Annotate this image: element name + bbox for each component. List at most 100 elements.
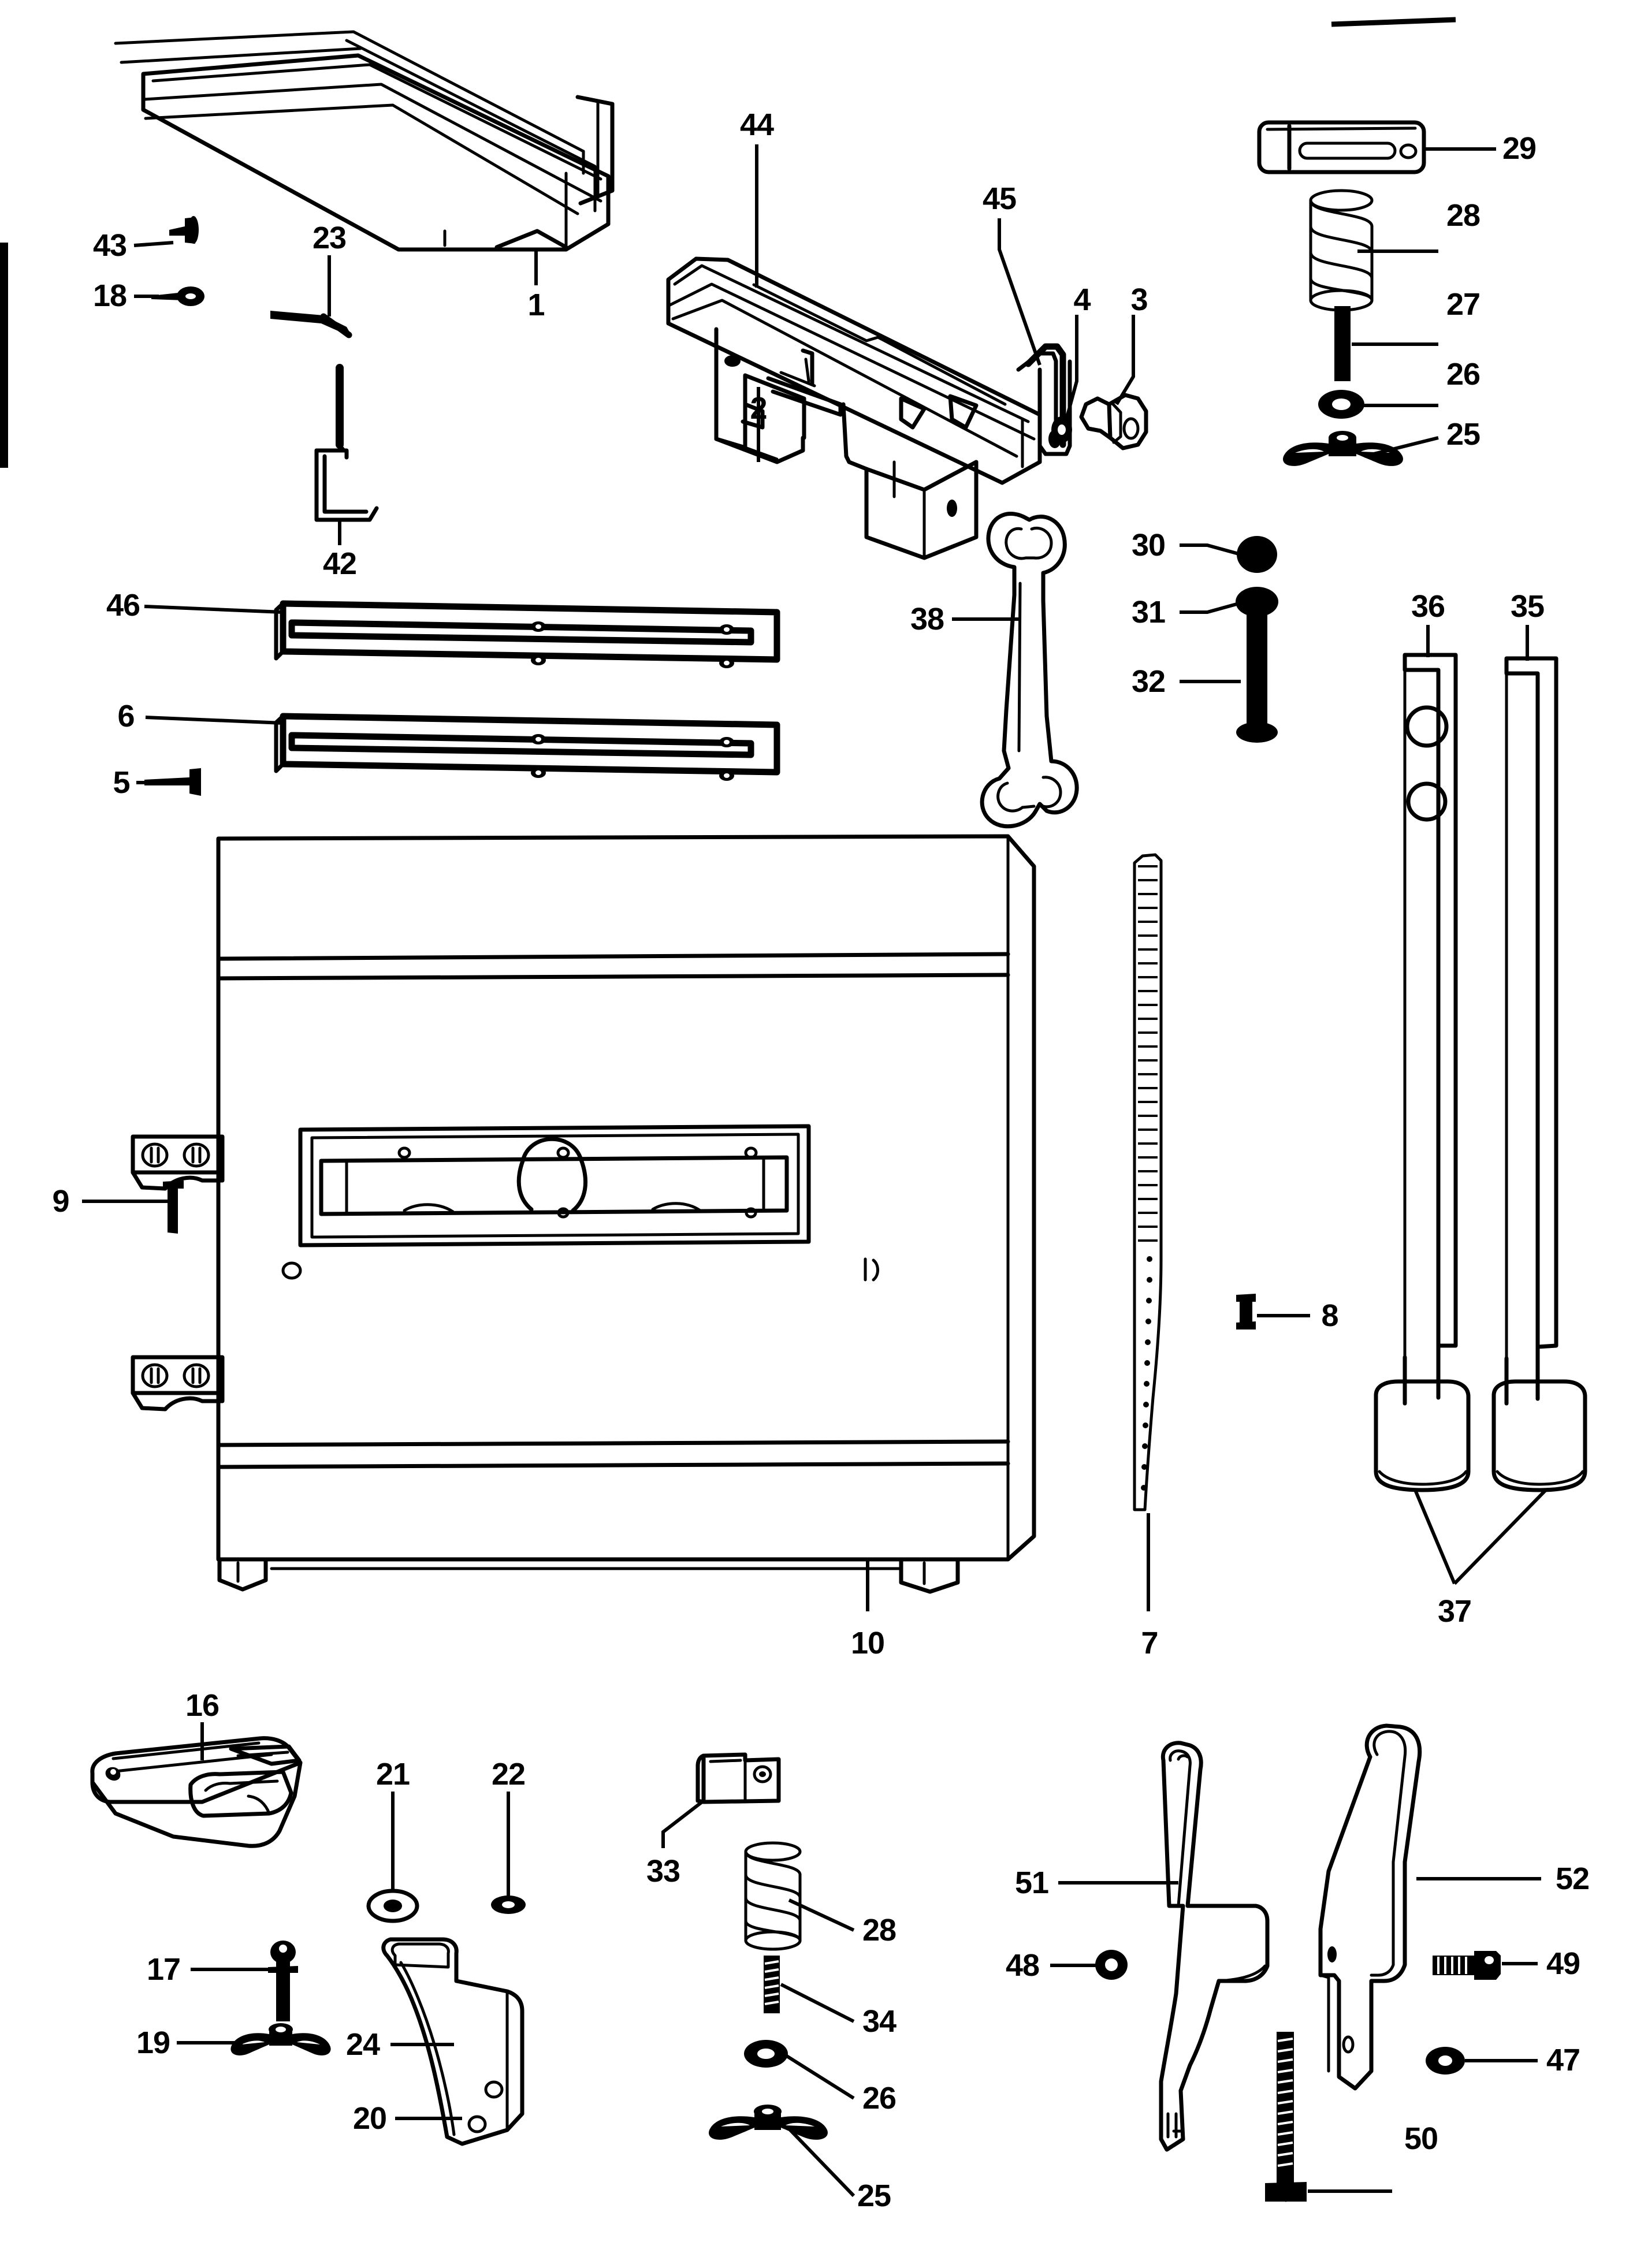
callout-52: 52 <box>1555 1861 1590 1896</box>
callout-43: 43 <box>92 228 127 263</box>
callout-34: 34 <box>862 2004 897 2039</box>
callout-22: 22 <box>491 1757 526 1792</box>
part-52-push-stick-right <box>1318 1723 1422 2091</box>
part-17-guard-bolt <box>268 1941 298 2021</box>
part-37-leg-foot-cap-left <box>1374 1379 1471 1492</box>
part-28-compression-spring-lower <box>744 1841 802 1951</box>
callout-24: 24 <box>345 2027 380 2062</box>
callout-47: 47 <box>1546 2043 1580 2077</box>
part-49-shoulder-screw <box>1433 1951 1501 1980</box>
callout-25-upper: 25 <box>1446 417 1481 452</box>
part-10-saw-table-body <box>131 834 1036 1594</box>
part-36-drilled-leg <box>1403 653 1458 1406</box>
callout-49: 49 <box>1546 1946 1580 1981</box>
callout-16: 16 <box>185 1688 220 1723</box>
callout-5: 5 <box>113 765 130 800</box>
scan-artifact-top-line <box>1331 17 1456 27</box>
callout-21: 21 <box>375 1757 410 1792</box>
callout-38: 38 <box>910 602 944 636</box>
part-22-small-washer <box>491 1895 526 1914</box>
callout-31: 31 <box>1131 595 1166 630</box>
callout-7: 7 <box>1141 1626 1158 1660</box>
part-30-hex-nut <box>1237 536 1277 573</box>
callout-18: 18 <box>92 278 127 313</box>
part-42-hook-bracket <box>314 364 379 545</box>
callout-48: 48 <box>1005 1948 1040 1983</box>
part-6-lower-guide-rail <box>274 713 780 781</box>
part-29-slotted-clamp-plate <box>1257 120 1426 174</box>
part-44-fence-body-extrusion <box>666 256 1042 485</box>
part-35-plain-leg <box>1504 656 1558 1406</box>
part-2-fence-clamp-bracket <box>714 327 979 560</box>
callout-45: 45 <box>982 181 1017 216</box>
callout-6: 6 <box>117 699 135 733</box>
leader-34 <box>780 1983 855 2023</box>
callout-8: 8 <box>1321 1298 1338 1333</box>
callout-26-lower: 26 <box>862 2081 897 2116</box>
part-43-set-screw <box>169 216 199 244</box>
callout-9: 9 <box>52 1184 69 1219</box>
part-47-washer <box>1426 2047 1465 2075</box>
part-9-bracket-screw <box>163 1180 184 1234</box>
callout-42: 42 <box>322 546 357 581</box>
part-48-small-washer <box>1095 1950 1128 1980</box>
part-51-push-stick-left <box>1159 1741 1270 2152</box>
callout-19: 19 <box>136 2025 170 2060</box>
leader-26-lower <box>786 2054 855 2100</box>
part-16-blade-guard-cover <box>90 1736 303 1848</box>
part-19-wing-nut <box>230 2023 331 2055</box>
part-1-fence-extrusion-rail <box>114 30 615 252</box>
part-23-cotter-clip <box>270 311 352 338</box>
leader-3 <box>1115 315 1135 405</box>
part-32-long-bolt <box>1236 612 1278 743</box>
part-25-wing-nut-lower <box>709 2105 828 2140</box>
callout-32: 32 <box>1131 664 1166 699</box>
part-33-slide-block <box>695 1752 781 1804</box>
part-26-flat-washer-upper <box>1318 390 1364 419</box>
callout-51: 51 <box>1014 1865 1049 1900</box>
callout-25-lower: 25 <box>857 2178 891 2213</box>
callout-33: 33 <box>646 1854 680 1889</box>
callout-35: 35 <box>1510 589 1545 624</box>
callout-50: 50 <box>1404 2121 1438 2156</box>
part-24-riving-knife <box>381 1937 525 2146</box>
callout-4: 4 <box>1073 282 1091 317</box>
part-21-large-washer <box>366 1889 419 1923</box>
part-37-leg-foot-cap-right <box>1491 1379 1587 1492</box>
part-5-rail-screw <box>144 768 201 796</box>
callout-23: 23 <box>312 221 347 255</box>
callout-30: 30 <box>1131 528 1166 563</box>
callout-20: 20 <box>352 2101 387 2136</box>
leader-43 <box>133 241 174 247</box>
scan-artifact-left-bar <box>0 243 8 468</box>
callout-3: 3 <box>1130 282 1148 317</box>
part-25-wing-nut-upper <box>1283 431 1403 466</box>
part-31-bolt-head <box>1236 587 1278 617</box>
leader-28-lower <box>788 1898 855 1932</box>
callout-10: 10 <box>850 1626 885 1660</box>
callout-1: 1 <box>527 288 545 322</box>
part-34-short-threaded-rod <box>764 1956 780 2013</box>
callout-28-upper: 28 <box>1446 198 1481 233</box>
leader-6 <box>145 716 284 725</box>
part-7-graduated-scale-strip <box>1133 853 1163 1511</box>
callout-46: 46 <box>106 588 140 623</box>
leader-45 <box>998 218 1041 366</box>
leader-37 <box>1413 1488 1548 1585</box>
callout-37: 37 <box>1437 1594 1472 1629</box>
callout-27: 27 <box>1446 287 1481 322</box>
part-26-flat-washer-lower <box>744 2040 788 2068</box>
callout-44: 44 <box>739 107 774 142</box>
part-4-flat-washer <box>1051 416 1072 443</box>
callout-17: 17 <box>146 1952 181 1987</box>
callout-29: 29 <box>1502 131 1537 166</box>
leader-31 <box>1180 601 1241 614</box>
part-8-scale-screw <box>1236 1294 1256 1329</box>
part-20-riving-knife-mount-holes <box>467 2080 504 2133</box>
callout-26-upper: 26 <box>1446 357 1481 392</box>
part-50-long-screw <box>1265 2032 1307 2202</box>
leader-30 <box>1180 543 1241 556</box>
leader-46 <box>144 605 284 614</box>
callout-28-lower: 28 <box>862 1913 897 1947</box>
